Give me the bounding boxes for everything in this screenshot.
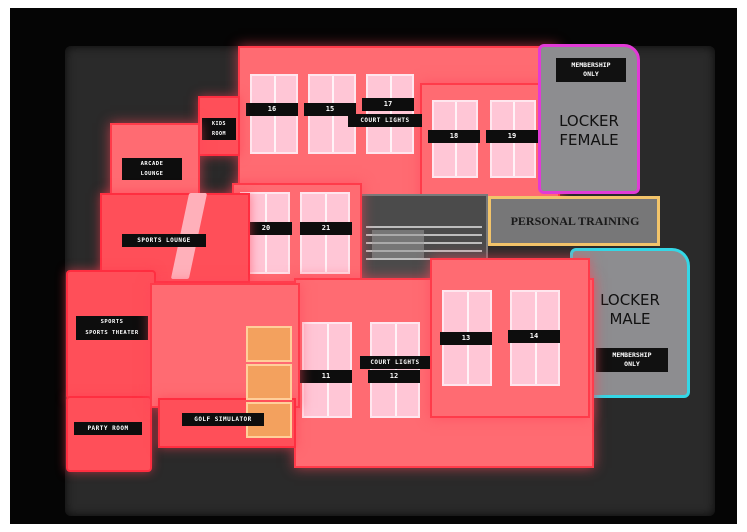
arcade-lounge-label: ARCADE LOUNGE (122, 158, 182, 180)
membership-only-bottom-label: MEMBERSHIP ONLY (596, 348, 668, 372)
court-18-label: 18 (428, 130, 480, 143)
golf-bay-2[interactable] (246, 364, 292, 400)
party-room-label: PARTY ROOM (74, 422, 142, 435)
court-lights-top-label: COURT LIGHTS (348, 114, 422, 127)
kids-room-label: KIDS ROOM (202, 118, 236, 140)
court-lights-bottom-label: COURT LIGHTS (360, 356, 430, 369)
bottom-right-court-block (430, 258, 590, 418)
golf-bay-1[interactable] (246, 326, 292, 362)
court-15-label: 15 (304, 103, 356, 116)
map-frame: 16 15 17 COURT LIGHTS 18 19 LOCKER FEMAL… (10, 8, 737, 524)
court-11-label: 11 (300, 370, 352, 383)
court-19-label: 19 (486, 130, 538, 143)
personal-training-room[interactable] (488, 196, 660, 246)
personal-training-label: PERSONAL TRAINING (510, 214, 640, 228)
court-16-label: 16 (246, 103, 298, 116)
sports-lounge-label: SPORTS LOUNGE (122, 234, 206, 247)
court-17-label: 17 (362, 98, 414, 111)
court-20-label: 20 (240, 222, 292, 235)
court-14-label: 14 (508, 330, 560, 343)
court-21-label: 21 (300, 222, 352, 235)
locker-female-label: LOCKER FEMALE (559, 112, 619, 149)
locker-male-label: LOCKER MALE (600, 291, 660, 328)
membership-only-top-label: MEMBERSHIP ONLY (556, 58, 626, 82)
golf-simulator-label: GOLF SIMULATOR (182, 413, 264, 426)
court-13-label: 13 (440, 332, 492, 345)
court-12-label: 12 (368, 370, 420, 383)
sports-theater-label: SPORTS SPORTS THEATER (76, 316, 148, 340)
